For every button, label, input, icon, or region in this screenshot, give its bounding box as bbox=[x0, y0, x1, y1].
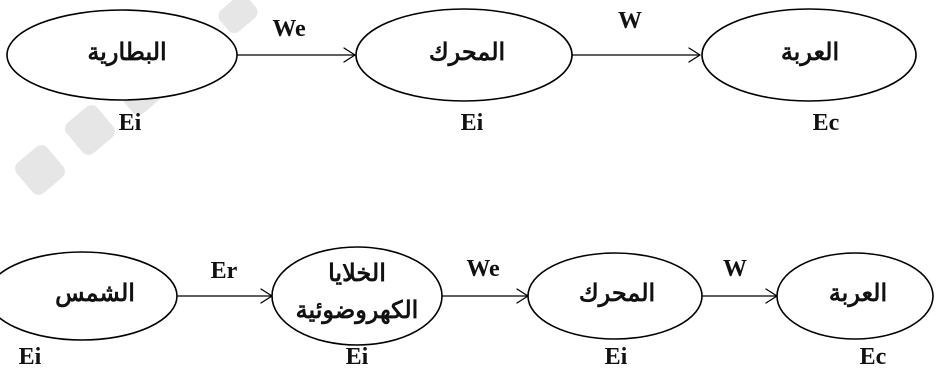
node-label-cells-line-1: الخلايا bbox=[328, 258, 386, 287]
edge-label-w: W bbox=[618, 8, 642, 34]
energy-label-motor: Ei bbox=[605, 344, 628, 370]
node-label-battery: البطارية bbox=[87, 37, 166, 67]
energy-label-cart: Ec bbox=[860, 344, 887, 370]
energy-label-sun: Ei bbox=[19, 344, 42, 370]
node-label-cart: العربة bbox=[781, 37, 839, 67]
node-label-cells-line-2: الكهروضوئية bbox=[296, 295, 419, 325]
arrowhead-icon bbox=[343, 47, 356, 63]
chain-1: البطارية المحرك العربة We W Ei Ei Ec bbox=[6, 8, 917, 136]
arrowhead-icon bbox=[260, 288, 273, 304]
energy-label-motor: Ei bbox=[461, 110, 484, 136]
edge-label-we: We bbox=[272, 16, 306, 42]
energy-label-cells: Ei bbox=[346, 344, 369, 370]
node-label-sun: الشمس bbox=[55, 278, 135, 308]
arrowhead-icon bbox=[688, 47, 701, 63]
edge-label-er: Er bbox=[211, 258, 238, 284]
arrowhead-icon bbox=[516, 288, 529, 304]
energy-label-battery: Ei bbox=[119, 110, 142, 136]
node-cart bbox=[701, 8, 917, 102]
node-label-cart: العربة bbox=[829, 278, 887, 308]
chain-2: الشمس الخلايا الكهروضوئية المحرك العربة … bbox=[0, 246, 934, 370]
edge-label-we: We bbox=[466, 256, 500, 282]
node-label-motor: المحرك bbox=[579, 278, 655, 308]
arrowhead-icon bbox=[765, 288, 778, 304]
energy-label-cart: Ec bbox=[813, 110, 840, 136]
edge-label-w: W bbox=[723, 256, 747, 282]
node-label-motor: المحرك bbox=[429, 37, 505, 67]
